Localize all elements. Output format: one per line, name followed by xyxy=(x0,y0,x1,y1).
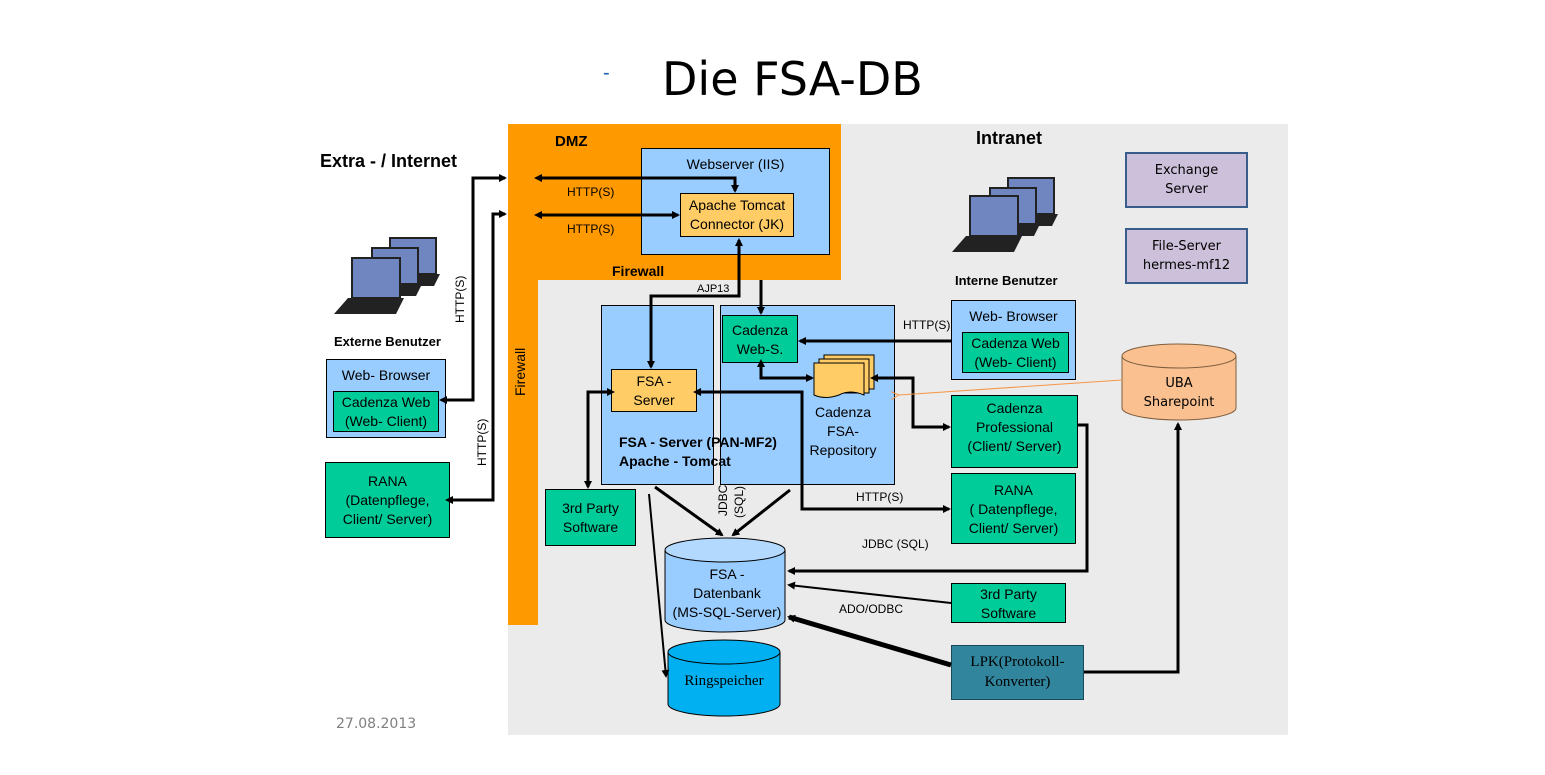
http-vertical-label-2: HTTP(S) xyxy=(475,418,489,466)
repo-db-line xyxy=(731,488,791,537)
fsa-server: FSA - Server xyxy=(611,369,697,412)
fsa-db-line xyxy=(654,485,724,537)
internal-rana: RANA ( Datenpflege, Client/ Server) xyxy=(951,473,1076,544)
internal-users-label: Interne Benutzer xyxy=(955,273,1058,288)
webserver-label: Webserver (IIS) xyxy=(686,156,785,172)
fsa-database-cylinder xyxy=(664,537,786,633)
title-bullet: - xyxy=(603,62,610,84)
fsa-ringspeicher-line xyxy=(648,493,670,678)
tp2-line2: Software xyxy=(980,605,1037,621)
cadenza-professional: Cadenza Professional (Client/ Server) xyxy=(951,395,1078,468)
tomcat-connector: Apache Tomcat Connector (JK) xyxy=(680,193,794,237)
ext-rana-line1: RANA xyxy=(368,473,407,489)
file-server: File-Server hermes-mf12 xyxy=(1125,228,1248,284)
sharepoint-repo-line xyxy=(899,379,1123,395)
sql-vertical-label: (SQL) xyxy=(732,485,746,518)
http-internal-label: HTTP(S) xyxy=(903,318,951,332)
thirdparty-db-ado-line xyxy=(787,581,952,604)
fsa-thirdparty-line xyxy=(584,388,615,489)
cadenza-web-service: Cadenza Web-S. xyxy=(722,315,798,363)
pro-line1: Cadenza xyxy=(986,400,1043,416)
int-rana-line1: RANA xyxy=(994,482,1033,498)
ws-repo-line xyxy=(757,359,814,382)
int-rana-line2: ( Datenpflege, xyxy=(969,501,1058,517)
http-vertical-label-1: HTTP(S) xyxy=(453,275,467,323)
slide-date: 27.08.2013 xyxy=(336,716,417,732)
db-line2: Datenbank xyxy=(693,585,761,601)
uba-line1: UBA xyxy=(1165,376,1193,391)
third-party-software-internal: 3rd Party Software xyxy=(951,583,1066,623)
fsa-server-line2: Server xyxy=(633,392,675,408)
int-rana-line3: Client/ Server) xyxy=(968,520,1059,536)
http-label-1: HTTP(S) xyxy=(567,185,615,199)
ringspeicher: Ringspeicher xyxy=(684,673,764,689)
tp1-line1: 3rd Party xyxy=(562,500,619,516)
connector-line2: Connector (JK) xyxy=(689,216,785,232)
ext-rana-line2: (Datenpflege, xyxy=(345,492,430,508)
pro-db-jdbc-line xyxy=(787,423,1089,575)
ext-rana-http-line xyxy=(445,210,507,504)
ajp13-label: AJP13 xyxy=(697,283,730,295)
ext-rana-line3: Client/ Server) xyxy=(342,511,433,527)
external-rana: RANA (Datenpflege, Client/ Server) xyxy=(325,462,450,538)
uba-sharepoint: UBA Sharepoint xyxy=(1122,374,1236,412)
firewall-top-label: Firewall xyxy=(612,263,665,279)
pro-line3: (Client/ Server) xyxy=(967,438,1062,454)
exchange-line2: Server xyxy=(1165,182,1208,197)
jdbc-vertical-label: JDBC xyxy=(716,484,730,516)
http-label-2: HTTP(S) xyxy=(567,222,615,236)
firewall-left-band xyxy=(508,124,538,625)
ringspeicher-cylinder xyxy=(667,639,781,717)
fsa-rana-line xyxy=(693,388,951,513)
ext-cadenza-line1: Cadenza Web xyxy=(341,394,431,410)
int-cadenza-line1: Cadenza Web xyxy=(971,335,1060,351)
int-browser-title: Web- Browser xyxy=(969,308,1058,324)
ajp13-line xyxy=(647,282,741,369)
ext-cadenza-line2: (Web- Client) xyxy=(344,413,428,429)
fsa-database: FSA - Datenbank (MS-SQL-Server) xyxy=(665,565,789,622)
tp1-line2: Software xyxy=(562,519,619,535)
third-party-software-server: 3rd Party Software xyxy=(545,489,636,546)
cadenza-ws-line1: Cadenza xyxy=(731,322,789,338)
db-line1: FSA - xyxy=(709,566,745,582)
slide-title: Die FSA-DB xyxy=(662,52,923,106)
lpk-line2: Konverter) xyxy=(984,674,1051,690)
cadenza-ws-line2: Web-S. xyxy=(736,341,784,357)
intranet-label: Intranet xyxy=(976,128,1043,148)
lpk-sharepoint-line xyxy=(1084,422,1182,674)
fsa-server-line1: FSA - xyxy=(636,373,672,389)
dmz-label: DMZ xyxy=(555,133,588,150)
extranet-label: Extra - / Internet xyxy=(320,151,458,171)
file-line2: hermes-mf12 xyxy=(1142,258,1231,273)
db-line3: (MS-SQL-Server) xyxy=(672,604,782,620)
external-users-label: Externe Benutzer xyxy=(334,334,441,349)
int-cadenza-line2: (Web- Client) xyxy=(974,354,1057,370)
ado-odbc-label: ADO/ODBC xyxy=(839,602,904,616)
internal-users-laptop-icon xyxy=(952,177,1058,252)
lpk-protocol-converter: LPK(Protokoll- Konverter) xyxy=(951,645,1084,700)
tp2-line1: 3rd Party xyxy=(980,586,1037,602)
pro-line2: Professional xyxy=(975,419,1054,435)
internal-cadenza-web: Cadenza Web (Web- Client) xyxy=(962,332,1069,373)
exchange-line1: Exchange xyxy=(1154,163,1219,178)
external-cadenza-web: Cadenza Web (Web- Client) xyxy=(333,391,439,432)
lpk-line1: LPK(Protokoll- xyxy=(970,654,1065,670)
file-line1: File-Server xyxy=(1151,239,1222,254)
http-rana-label: HTTP(S) xyxy=(856,490,904,504)
uba-sharepoint-cylinder xyxy=(1121,343,1237,421)
connector-line1: Apache Tomcat xyxy=(688,197,786,213)
repo-pro-line xyxy=(870,374,951,431)
uba-line2: Sharepoint xyxy=(1143,395,1215,410)
http-webserver-line xyxy=(534,174,739,193)
ext-browser-title: Web- Browser xyxy=(341,367,431,383)
exchange-server: Exchange Server xyxy=(1125,152,1248,208)
lpk-db-line xyxy=(787,614,952,668)
jdbc-label: JDBC (SQL) xyxy=(862,537,929,551)
external-users-laptop-icon xyxy=(334,237,440,314)
